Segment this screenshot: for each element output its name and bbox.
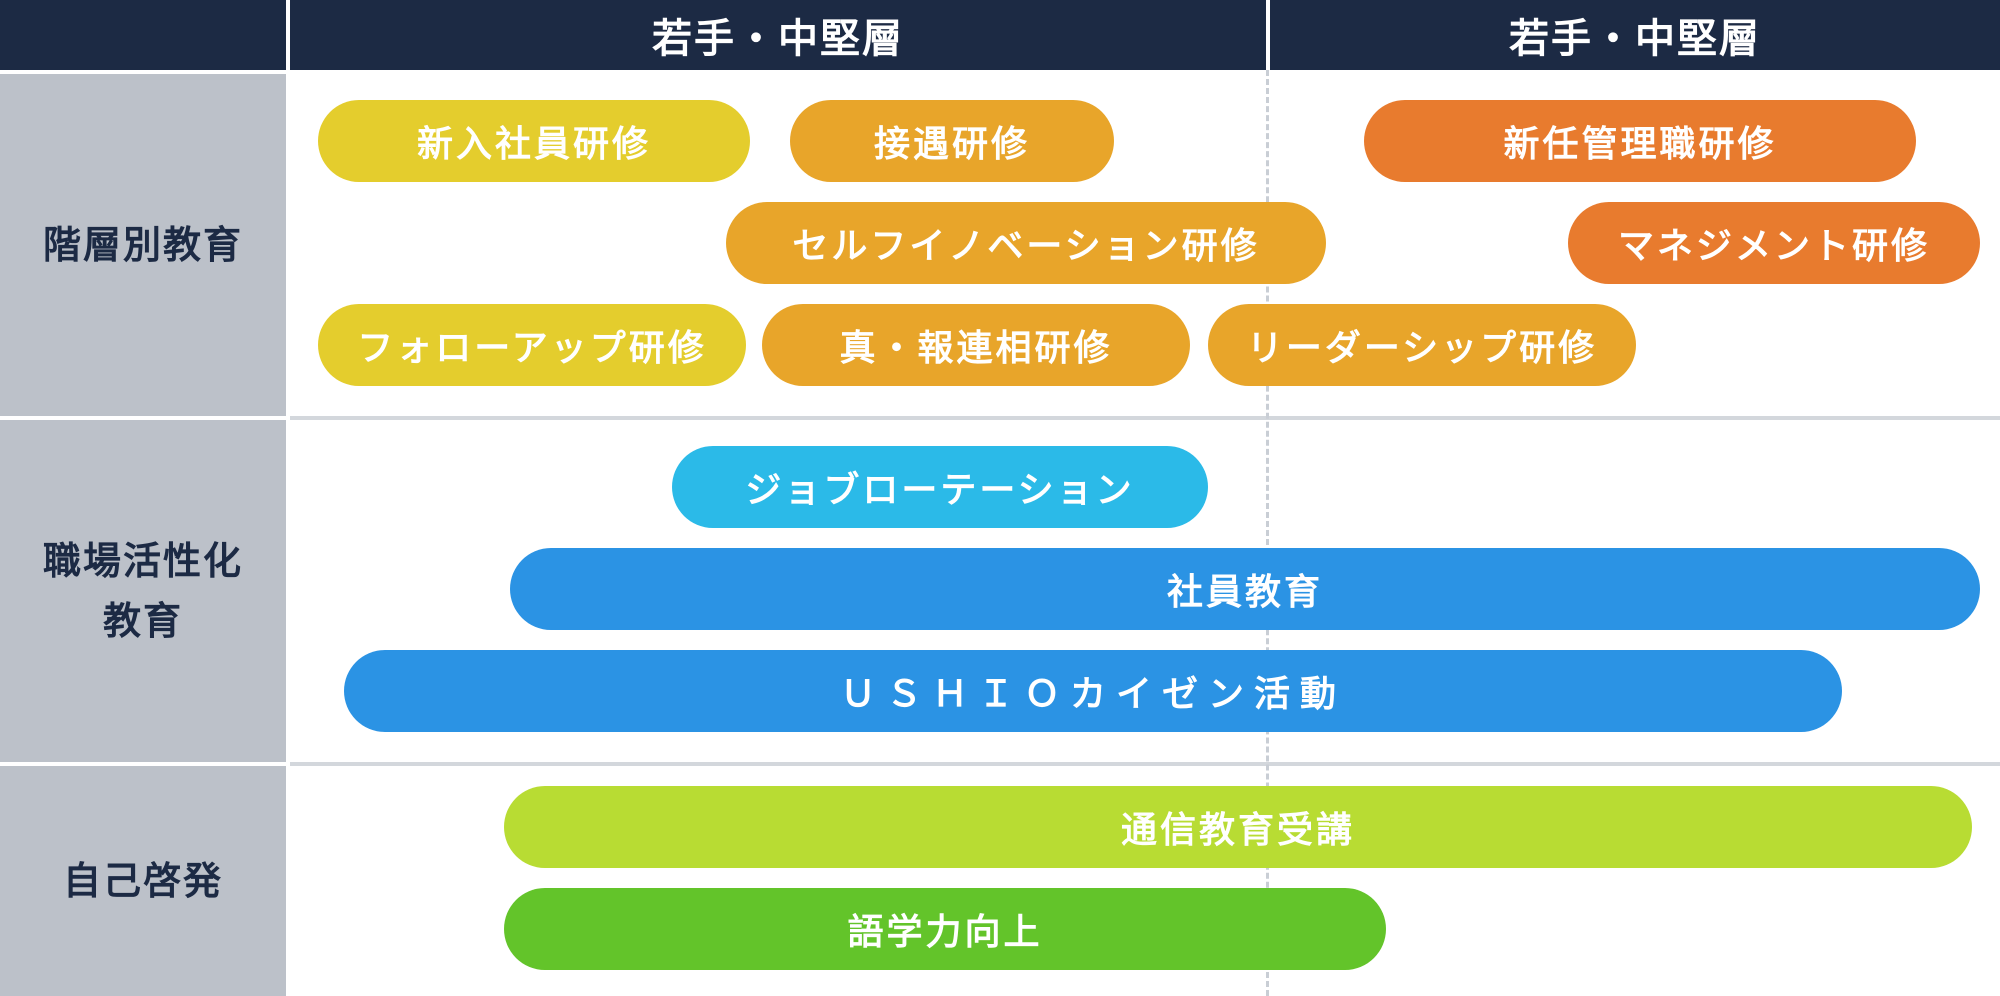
header-bar bbox=[0, 0, 2000, 70]
header-divider bbox=[1266, 0, 1270, 70]
program-pill: ＵＳＨＩＯカイゼン活動 bbox=[344, 650, 1842, 732]
program-pill: 真・報連相研修 bbox=[762, 304, 1190, 386]
program-pill: セルフイノベーション研修 bbox=[726, 202, 1326, 284]
program-pill: 接遇研修 bbox=[790, 100, 1114, 182]
program-pill: 通信教育受講 bbox=[504, 786, 1972, 868]
program-pill: フォローアップ研修 bbox=[318, 304, 746, 386]
program-pill: 新任管理職研修 bbox=[1364, 100, 1916, 182]
program-pill: 新入社員研修 bbox=[318, 100, 750, 182]
header-column-1: 若手・中堅層 bbox=[652, 16, 904, 62]
program-pill: 語学力向上 bbox=[504, 888, 1386, 970]
row-separator bbox=[0, 762, 286, 766]
header-corner-cell bbox=[0, 0, 286, 70]
header-column-2: 若手・中堅層 bbox=[1509, 16, 1761, 62]
program-pill: マネジメント研修 bbox=[1568, 202, 1980, 284]
row-separator bbox=[0, 416, 286, 420]
row-label-hierarchical-education: 階層別教育 bbox=[0, 74, 286, 416]
header-divider bbox=[286, 0, 290, 70]
row-label-workplace-activation: 職場活性化 教育 bbox=[0, 420, 286, 762]
column-divider-dashed bbox=[1266, 70, 1269, 996]
program-pill: 社員教育 bbox=[510, 548, 1980, 630]
row-separator bbox=[290, 762, 2000, 766]
program-pill: ジョブローテーション bbox=[672, 446, 1208, 528]
program-pill: リーダーシップ研修 bbox=[1208, 304, 1636, 386]
row-separator bbox=[290, 416, 2000, 420]
row-label-self-development: 自己啓発 bbox=[0, 766, 286, 996]
